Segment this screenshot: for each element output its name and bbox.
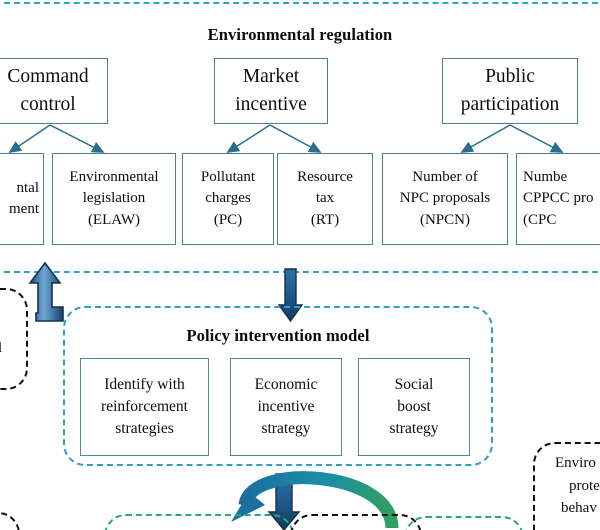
tier1-line: Command xyxy=(7,66,89,88)
tier2-line: (ELAW) xyxy=(87,211,141,228)
tier2-line: Pollutant xyxy=(200,169,256,186)
strategy-box-reinforcement[interactable]: Identify with reinforcement strategies xyxy=(80,358,209,456)
environmental-protection-behavior-box[interactable] xyxy=(533,442,600,530)
bottom-black-dashed-box[interactable] xyxy=(290,514,422,530)
tier2-line: (PC) xyxy=(213,211,243,228)
tier2-line: legislation xyxy=(82,190,146,207)
strategy-line: reinforcement xyxy=(101,398,188,415)
tier2-line: charges xyxy=(205,190,251,207)
tier2-line: ntal xyxy=(16,179,40,196)
tier2-line: Number of xyxy=(412,169,478,186)
tier1-box-public-participation[interactable]: Public participation xyxy=(442,58,578,124)
tier2-line: (CPC xyxy=(523,211,557,228)
tier2-line: CPPCC pro xyxy=(523,190,594,207)
strategy-line: Social xyxy=(394,376,434,393)
feedback-block-arrow xyxy=(28,261,64,322)
middle-dashed-divider xyxy=(0,271,600,273)
strategy-line: incentive xyxy=(257,398,315,415)
regulation-to-policy-block-arrow xyxy=(277,268,304,323)
strategy-line: strategies xyxy=(115,420,174,437)
tier2-line: Resource xyxy=(297,169,353,186)
strategy-line: Economic xyxy=(254,376,318,393)
tier1-box-command-control[interactable]: Command control xyxy=(0,58,108,124)
policy-intervention-container xyxy=(63,306,493,466)
figure-title: Environmental regulation xyxy=(207,25,393,44)
tier1-line: incentive xyxy=(235,94,307,115)
left-clipped-box-label: l xyxy=(0,340,3,356)
tier1-line: control xyxy=(20,94,76,115)
top-dashed-divider xyxy=(0,2,600,4)
tier2-box-cppcc-proposals[interactable]: Numbe CPPCC pro (CPC xyxy=(516,153,600,245)
tier2-line: (NPCN) xyxy=(419,211,470,228)
strategy-line: boost xyxy=(397,398,431,415)
tier1-box-market-incentive[interactable]: Market incentive xyxy=(214,58,328,124)
tier1-line: Market xyxy=(242,66,300,88)
strategy-line: strategy xyxy=(389,420,439,437)
tier2-line: ment xyxy=(9,201,39,217)
tier2-box-resource-tax[interactable]: Resource tax (RT) xyxy=(277,153,373,245)
bottom-green-dashed-box-2[interactable] xyxy=(404,516,524,530)
tier1-line: Public xyxy=(485,66,535,88)
tier2-box-pollutant-charges[interactable]: Pollutant charges (PC) xyxy=(182,153,274,245)
bottom-green-dashed-box[interactable] xyxy=(104,514,294,530)
left-clipped-dashed-box[interactable] xyxy=(0,288,28,390)
tier2-line: (RT) xyxy=(310,211,340,228)
feedback-curved-arrow xyxy=(238,471,399,529)
tier2-box-environmental-investment[interactable]: ntal ment xyxy=(0,153,44,245)
tier2-line: NPC proposals xyxy=(399,190,491,207)
epb-line: Enviro xyxy=(555,455,596,471)
epb-line: prote xyxy=(569,477,600,494)
strategy-line: strategy xyxy=(261,420,311,437)
strategy-box-social-boost[interactable]: Social boost strategy xyxy=(358,358,470,456)
tier1-line: participation xyxy=(460,94,560,115)
tier2-line: Numbe xyxy=(523,169,568,186)
epb-line: behav xyxy=(561,500,597,516)
strategy-line: Identify with xyxy=(104,376,185,393)
tier2-line: tax xyxy=(315,190,335,207)
tier2-box-environmental-legislation[interactable]: Environmental legislation (ELAW) xyxy=(52,153,176,245)
policy-intervention-title: Policy intervention model xyxy=(186,326,370,345)
strategy-box-economic-incentive[interactable]: Economic incentive strategy xyxy=(230,358,342,456)
tier2-box-npc-proposals[interactable]: Number of NPC proposals (NPCN) xyxy=(382,153,508,245)
environmental-protection-behavior-label: Enviro prote behav xyxy=(555,452,600,520)
tier2-line: Environmental xyxy=(69,169,159,186)
